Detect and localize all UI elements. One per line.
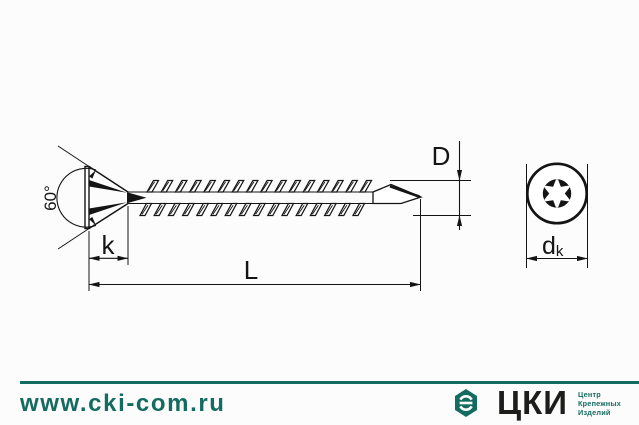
thread-tooth (304, 181, 312, 192)
thread-tooth (340, 204, 348, 215)
thread-tooth (224, 202, 238, 217)
thread-tooth (347, 181, 354, 192)
screw-technical-drawing: 60° k L D (41, 141, 589, 291)
thread-tooth (269, 204, 277, 215)
recess-lower-line (89, 202, 127, 215)
angle-label: 60° (41, 185, 60, 211)
cki-hexagon-logo-icon (455, 389, 477, 417)
D-label: D (432, 141, 451, 171)
thread-tooth (226, 204, 234, 215)
thread-tooth (141, 204, 149, 215)
head-cone-edges (88, 165, 129, 230)
thread-tooth (212, 204, 220, 215)
logo-tagline: Центр Крепежных Изделий (578, 390, 622, 418)
dk-label: dk (542, 232, 564, 260)
thread-tooth (361, 181, 368, 192)
thread-tooth (252, 202, 267, 217)
head-face (84, 165, 90, 230)
thread-tooth (332, 181, 340, 192)
thread-tooth (138, 202, 153, 217)
thread-tooth (209, 202, 224, 217)
thread-tooth (261, 181, 269, 192)
thread-tooth (323, 202, 338, 217)
thread-tooth (155, 204, 163, 215)
torx-recess-icon (544, 179, 570, 208)
thread-tooth (190, 181, 198, 192)
thread-tooth (266, 202, 281, 217)
thread-tooth (241, 204, 248, 215)
logo-tagline-line: Крепежных (578, 398, 622, 408)
angle-arrow-top (89, 170, 96, 179)
thread-tooth (181, 202, 196, 217)
thread-tooth (167, 202, 181, 217)
k-label: k (102, 230, 116, 260)
thread-tooth (255, 204, 262, 215)
recess-apex (127, 192, 147, 204)
logo-abbreviation: ЦКИ (497, 384, 568, 421)
logo-tagline-line: Изделий (578, 407, 611, 417)
thread-tooth (148, 181, 155, 192)
footer-divider (20, 381, 639, 384)
thread-tooth (195, 202, 210, 217)
website-url: www.cki-com.ru (20, 390, 226, 417)
thread-tooth (247, 181, 255, 192)
thread-tooth (162, 181, 170, 192)
thread-tooth (153, 202, 167, 217)
thread-tooth (297, 204, 305, 215)
drill-point (372, 183, 423, 205)
angle-arc (56, 167, 97, 228)
angle-arrow-bottom (89, 216, 96, 226)
thread-tooth (280, 202, 295, 217)
logo-tagline-line: Центр (578, 390, 601, 399)
drill-point-body (372, 183, 423, 205)
L-label: L (244, 255, 258, 285)
head-top-view (525, 162, 589, 225)
thread-tooth (337, 202, 352, 217)
thread-top-teeth (145, 179, 373, 193)
thread-tooth (184, 204, 191, 215)
thread-tooth (318, 181, 326, 192)
countersunk-head (84, 165, 147, 230)
shank-core-lines (128, 191, 402, 205)
dimension-thread-diameter: D (390, 141, 471, 230)
thread-bottom-teeth (138, 202, 366, 217)
thread-tooth (312, 204, 319, 215)
angle-ext-line-bottom (57, 228, 90, 250)
screw-side-view (84, 165, 423, 230)
thread-tooth (351, 202, 366, 217)
thread-tooth (238, 202, 252, 217)
thread-tooth (276, 181, 283, 192)
recess-upper-line (89, 180, 127, 193)
dimension-head-height: k (88, 206, 129, 265)
dimension-head-angle: 60° (41, 145, 97, 250)
thread-tooth (326, 204, 333, 215)
dimension-head-diameter: dk (526, 164, 588, 268)
thread-tooth (198, 204, 206, 215)
thread-tooth (170, 204, 177, 215)
thread-tooth (205, 181, 212, 192)
drill-flute-edge (389, 185, 420, 198)
thread-tooth (283, 204, 291, 215)
thread-tooth (219, 181, 226, 192)
dimension-length: L (88, 199, 421, 291)
thread-tooth (290, 181, 297, 192)
thread-tooth (309, 202, 323, 217)
thread-tooth (176, 181, 184, 192)
thread-tooth (354, 204, 362, 215)
thread-tooth (295, 202, 309, 217)
angle-ext-line-top (57, 145, 90, 167)
thread-tooth (233, 181, 241, 192)
